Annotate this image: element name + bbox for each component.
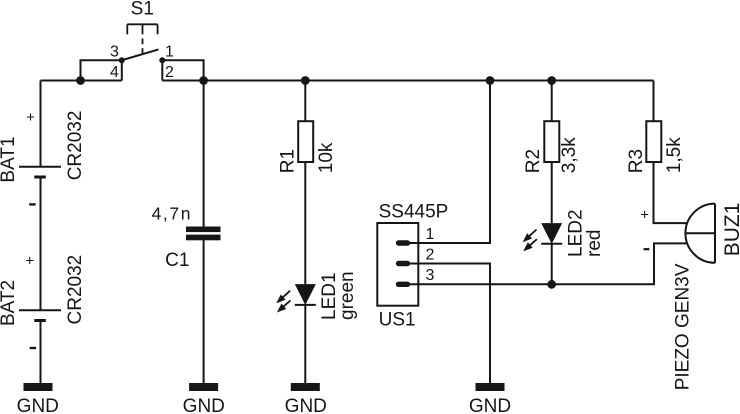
- svg-text:1: 1: [426, 226, 435, 243]
- svg-text:4: 4: [110, 64, 119, 81]
- svg-text:2: 2: [426, 247, 435, 264]
- svg-text:BUZ1: BUZ1: [721, 203, 740, 257]
- svg-text:S1: S1: [131, 0, 154, 19]
- svg-text:PIEZO GEN3V: PIEZO GEN3V: [673, 263, 694, 390]
- svg-text:3,3k: 3,3k: [559, 137, 580, 173]
- svg-text:+: +: [25, 253, 34, 270]
- svg-text:R3: R3: [626, 149, 647, 173]
- svg-text:GND: GND: [17, 396, 59, 414]
- svg-text:CR2032: CR2032: [65, 255, 86, 325]
- svg-text:SS445P: SS445P: [379, 201, 449, 222]
- svg-text:2: 2: [165, 64, 174, 81]
- svg-text:red: red: [584, 230, 605, 257]
- svg-text:3: 3: [110, 43, 119, 60]
- svg-text:GND: GND: [285, 396, 327, 414]
- svg-text:C1: C1: [165, 250, 189, 271]
- svg-text:green: green: [337, 271, 358, 320]
- svg-text:CR2032: CR2032: [65, 111, 86, 181]
- svg-text:US1: US1: [379, 310, 416, 331]
- svg-text:R2: R2: [523, 149, 544, 173]
- svg-text:BAT1: BAT1: [0, 136, 19, 182]
- svg-text:4,7n: 4,7n: [152, 203, 192, 223]
- svg-text:10k: 10k: [316, 142, 337, 173]
- svg-text:GND: GND: [469, 396, 511, 414]
- svg-text:3: 3: [426, 267, 435, 284]
- svg-text:GND: GND: [183, 396, 225, 414]
- svg-text:1,5k: 1,5k: [664, 137, 685, 173]
- svg-text:BAT2: BAT2: [0, 280, 19, 326]
- svg-text:1: 1: [165, 43, 174, 60]
- svg-text:LED1: LED1: [319, 272, 340, 320]
- svg-text:R1: R1: [277, 149, 298, 173]
- svg-text:+: +: [640, 207, 649, 224]
- svg-text:LED2: LED2: [566, 209, 587, 257]
- svg-text:+: +: [26, 109, 35, 126]
